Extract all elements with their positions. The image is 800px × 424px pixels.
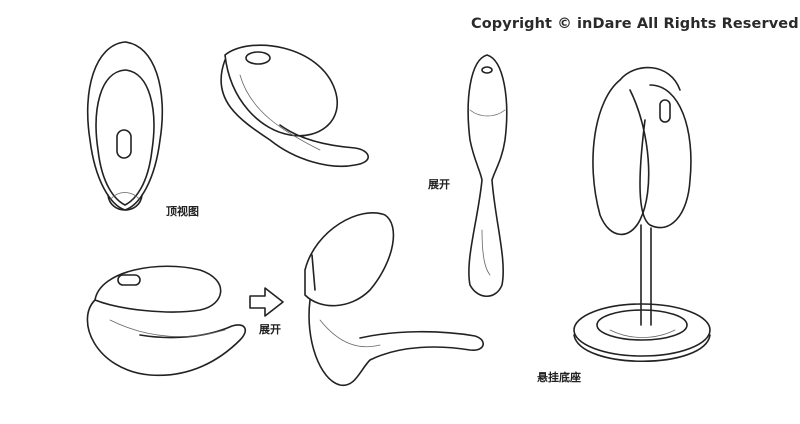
unfold-arrow [249, 287, 284, 317]
copyright-notice: Copyright © inDare All Rights Reserved [471, 16, 799, 32]
hanging-base-sketch [573, 66, 711, 363]
label-top-view: 顶视图 [166, 205, 199, 218]
label-unfold: 展开 [428, 178, 450, 191]
side-view-sketch [86, 265, 247, 377]
angled-view-sketch [220, 44, 369, 168]
unfolded-vertical-sketch [467, 54, 508, 298]
top-view-sketch [86, 41, 164, 211]
label-hanging-base: 悬挂底座 [537, 371, 581, 384]
unfolded-side-sketch [304, 212, 484, 386]
label-unfold-arrow: 展开 [259, 323, 281, 336]
